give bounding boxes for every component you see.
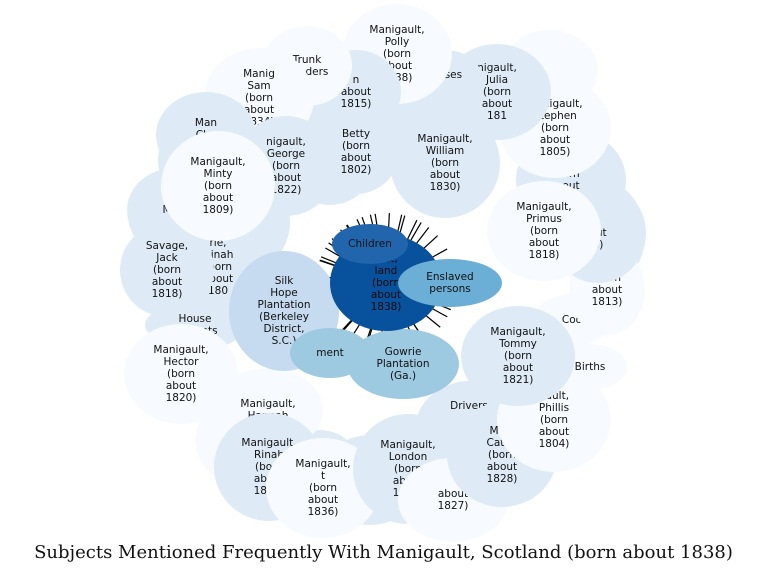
node-label: ment	[316, 347, 343, 359]
node-n-children: Children	[332, 224, 408, 264]
node-shape	[120, 223, 214, 317]
node-shape	[461, 306, 575, 406]
node-shape	[398, 259, 502, 307]
node-n-ment: ment	[290, 328, 370, 378]
node-shape	[347, 329, 459, 399]
node-shape	[124, 324, 238, 424]
nodes: Manirie,Dinah(bornabout180Savage,Jack(bo…	[120, 4, 646, 542]
node-shape	[487, 181, 601, 281]
node-label: Births	[575, 361, 606, 373]
node-shape	[313, 110, 399, 194]
node-shape	[390, 108, 500, 218]
node-shape	[290, 328, 370, 378]
node-label: Children	[348, 238, 392, 250]
node-shape	[266, 438, 380, 538]
node-shape	[161, 131, 275, 241]
node-shape	[332, 224, 408, 264]
diagram-caption: Subjects Mentioned Frequently With Manig…	[34, 542, 733, 563]
